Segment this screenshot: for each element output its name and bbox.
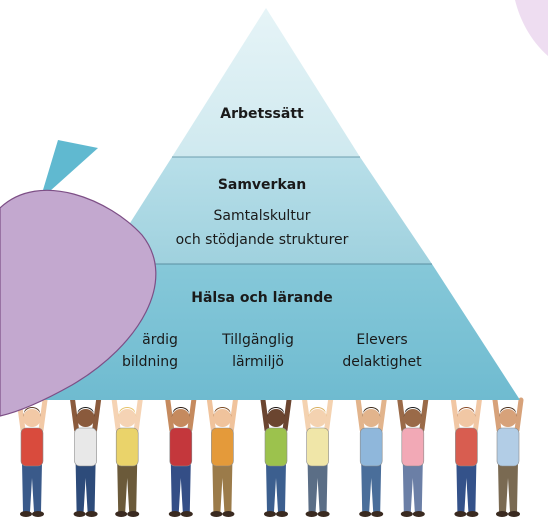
tier-bottom-title: Hälsa och lärande — [191, 290, 332, 306]
tier-bottom-item-1-line-1: ärdig — [142, 332, 178, 348]
person-figure — [355, 397, 387, 517]
tier-middle-line-1: Samtalskultur — [214, 208, 311, 224]
callout-bubble — [0, 189, 157, 417]
person-figure — [397, 397, 429, 517]
tier-bottom-item-3-line-1: Elevers — [356, 332, 407, 348]
pyramid-tier-top — [172, 8, 360, 157]
people-group — [16, 397, 524, 517]
tier-top-title: Arbetssätt — [220, 106, 304, 122]
tier-middle-title: Samverkan — [218, 177, 306, 193]
person-figure — [450, 397, 482, 517]
tier-bottom-item-2-line-2: lärmiljö — [232, 354, 284, 370]
tier-bottom-item-1-line-2: bildning — [122, 354, 178, 370]
person-figure — [492, 397, 524, 517]
corner-decoration — [515, 0, 548, 56]
tier-bottom-item-2-line-1: Tillgänglig — [221, 332, 294, 348]
person-figure — [70, 397, 102, 517]
person-figure — [260, 397, 292, 517]
person-figure — [111, 397, 143, 517]
accent-triangle — [40, 140, 98, 200]
person-figure — [165, 397, 197, 517]
pyramid-tier-bottom — [30, 264, 520, 400]
tier-bottom-item-3-line-2: delaktighet — [342, 354, 422, 370]
pyramid-tier-middle — [104, 157, 432, 264]
person-figure — [302, 397, 334, 517]
tier-middle-line-2: och stödjande strukturer — [176, 232, 349, 248]
person-figure — [206, 397, 238, 517]
